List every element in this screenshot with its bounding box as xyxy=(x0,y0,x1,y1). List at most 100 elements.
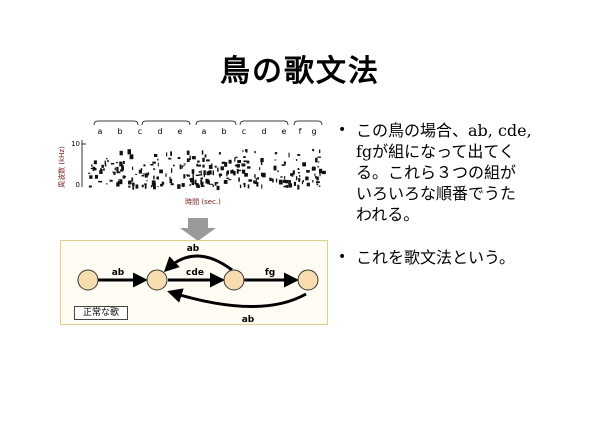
spectrogram-mark xyxy=(189,155,191,161)
spectrogram-mark xyxy=(254,151,256,154)
spectrogram-mark xyxy=(154,154,158,157)
syllable-label: b xyxy=(221,127,226,136)
syllable-group-brackets xyxy=(93,120,323,126)
bullet-item-1: • この鳥の場合、ab, cde, fgが組になって出てく る。これら３つの組が… xyxy=(338,120,588,225)
spectrogram-mark xyxy=(119,179,123,185)
spectrogram-mark xyxy=(144,183,147,186)
spectrogram-mark xyxy=(311,167,315,171)
x-axis-label: 時間 (sec.) xyxy=(185,198,221,206)
node-1 xyxy=(77,269,99,291)
spectrogram-mark xyxy=(306,182,310,187)
spectrogram-mark xyxy=(285,179,289,184)
node-4 xyxy=(297,269,319,291)
spectrogram-mark xyxy=(168,157,172,160)
spectrogram-mark xyxy=(189,184,191,186)
spectrogram-mark xyxy=(93,168,97,171)
syllable-label: c xyxy=(242,127,246,136)
spectrogram-mark xyxy=(113,173,116,175)
spectrogram-mark xyxy=(106,183,108,185)
spectrogram-mark xyxy=(156,176,159,180)
spectrogram-mark xyxy=(286,184,289,188)
spectrogram-mark xyxy=(181,183,185,187)
node-3 xyxy=(223,269,245,291)
spectrogram-mark xyxy=(179,164,182,170)
bullet-dot: • xyxy=(338,122,347,138)
label-cde: cde xyxy=(186,268,204,278)
spectrogram-mark xyxy=(116,162,118,164)
spectrogram-mark xyxy=(116,171,121,174)
spectrogram-mark xyxy=(207,180,210,185)
spectrogram-mark xyxy=(260,158,264,163)
spectrogram-mark xyxy=(169,176,171,180)
spectrogram-mark xyxy=(190,177,194,183)
spectrogram-mark xyxy=(201,150,204,155)
spectrogram-mark xyxy=(218,173,223,176)
spectrogram-mark xyxy=(269,177,272,181)
spectrogram-mark xyxy=(127,149,131,155)
spectrogram-mark xyxy=(192,174,194,179)
spectrogram-mark xyxy=(288,183,293,188)
spectrogram-mark xyxy=(297,172,300,174)
spectrogram-mark xyxy=(218,152,221,155)
spectrogram-mark xyxy=(131,177,134,182)
spectrogram-mark xyxy=(202,164,205,168)
spectrogram-mark xyxy=(181,165,185,167)
spectrogram-mark xyxy=(90,167,94,169)
spectrogram-mark xyxy=(123,161,125,164)
spectrogram-mark xyxy=(256,183,259,187)
spectrogram-mark xyxy=(319,171,321,177)
spectrogram-mark xyxy=(243,156,246,158)
spectrogram-mark xyxy=(247,166,251,169)
spectrogram-mark xyxy=(227,170,229,175)
spectrogram-mark xyxy=(236,164,240,168)
spectrogram-mark xyxy=(128,180,132,185)
spectrogram-mark xyxy=(89,175,93,179)
spectrogram-mark xyxy=(322,170,326,175)
spectrogram-mark xyxy=(199,174,203,176)
spectrogram-mark xyxy=(94,174,98,179)
spectrogram-mark xyxy=(281,164,286,166)
spectrogram-mark xyxy=(144,174,148,178)
spectrogram-mark xyxy=(88,185,92,188)
spectrogram-mark xyxy=(316,176,319,181)
spectrogram-mark xyxy=(234,164,238,167)
spectrogram-mark xyxy=(132,182,135,186)
spectrogram-mark xyxy=(274,152,278,155)
bullet-1-line-3: る。これら３つの組が xyxy=(356,163,517,182)
spectrogram-mark xyxy=(128,185,131,188)
spectrogram-mark xyxy=(116,166,119,172)
spectrogram-mark xyxy=(246,160,250,164)
spectrogram-mark xyxy=(208,165,213,169)
spectrogram-mark xyxy=(186,158,190,162)
spectrogram-mark xyxy=(166,152,168,157)
label-ab-top: ab xyxy=(187,244,200,254)
spectrogram-mark xyxy=(186,150,190,155)
spectrogram-mark xyxy=(197,160,200,163)
spectrogram-mark xyxy=(298,177,301,182)
label-ab-left: ab xyxy=(112,268,125,278)
edge-ab-return-bottom xyxy=(167,288,307,308)
bullet-list: • この鳥の場合、ab, cde, fgが組になって出てく る。これら３つの組が… xyxy=(338,120,588,290)
spectrogram-mark xyxy=(153,184,156,190)
spectrogram-mark xyxy=(214,165,217,168)
spectrogram-mark xyxy=(273,165,277,171)
spectrogram-mark xyxy=(312,148,315,152)
spectrogram-mark xyxy=(297,184,300,190)
syllable-label: f xyxy=(299,127,302,136)
spectrogram-mark xyxy=(241,163,246,167)
spectrogram-mark xyxy=(119,161,123,167)
spectrogram-mark xyxy=(288,180,291,185)
spectrogram-mark xyxy=(150,164,154,166)
spectrogram-mark xyxy=(107,159,109,163)
spectrogram-mark xyxy=(141,175,145,177)
spectrogram-mark xyxy=(242,150,244,152)
spectrogram-mark xyxy=(173,164,175,167)
spectrogram-mark xyxy=(91,164,93,167)
spectrogram-mark xyxy=(212,184,214,188)
spectrogram-mark xyxy=(88,172,91,174)
spectrogram-mark xyxy=(203,174,205,177)
spectrogram-mark xyxy=(255,178,257,183)
bullet-item-2: • これを歌文法という。 xyxy=(338,247,588,268)
spectrogram-mark xyxy=(235,156,238,159)
